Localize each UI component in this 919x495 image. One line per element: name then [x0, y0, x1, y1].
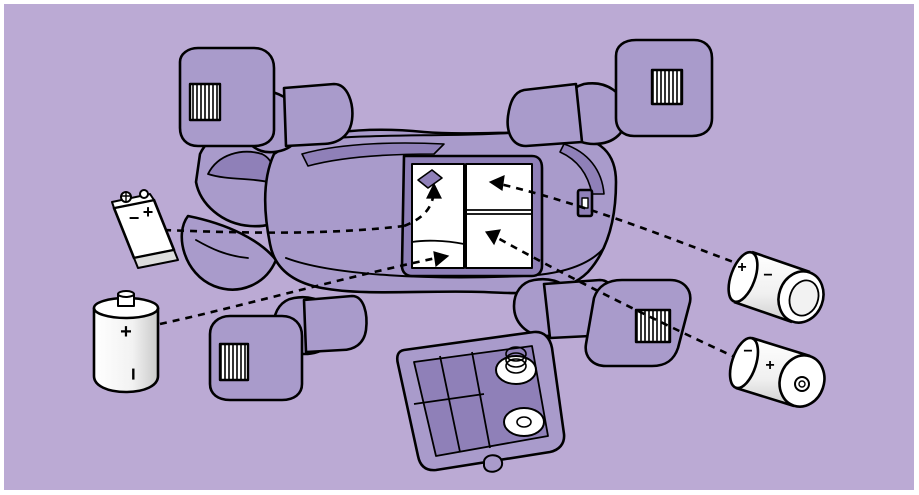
battery-cover — [397, 332, 564, 472]
power-switch — [578, 190, 592, 216]
d-top-plus-label: + — [737, 259, 746, 276]
battery-compartment — [402, 156, 542, 276]
diagram-panel: + − + − + − — [4, 4, 914, 490]
diagram-canvas: + − + − + − — [4, 4, 914, 490]
c-cell-minus-label: − — [121, 368, 146, 381]
d-top-minus-label: − — [763, 267, 772, 284]
c-cell-plus-label: + — [120, 321, 132, 343]
d-bottom-minus-label: − — [743, 343, 752, 360]
d-bottom-plus-label: + — [765, 357, 774, 374]
nine-volt-minus-label: − — [129, 208, 140, 228]
nine-volt-plus-label: + — [143, 202, 154, 222]
c-cell-battery-left: + − — [94, 291, 158, 392]
